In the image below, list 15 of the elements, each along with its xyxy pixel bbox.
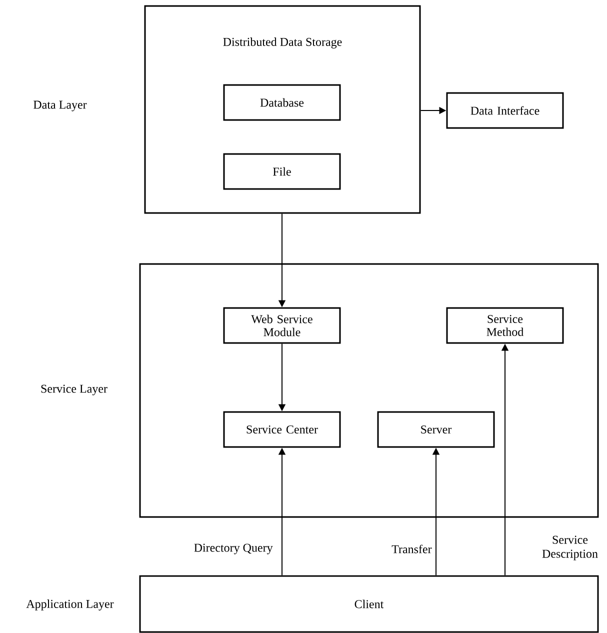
process-box: Client xyxy=(139,575,599,633)
process-box: Service Center xyxy=(223,411,341,448)
layer-box xyxy=(139,263,599,518)
layer-label: Service Layer xyxy=(41,384,108,396)
edge-label: Directory Query xyxy=(194,544,273,554)
process-box: File xyxy=(223,153,341,190)
edge-label: Transfer xyxy=(392,544,432,554)
process-box: Service Method xyxy=(446,307,564,344)
edge-label: Service Description xyxy=(542,536,598,560)
process-box: Server xyxy=(377,411,495,448)
process-box: Web Service Module xyxy=(223,307,341,344)
layer-label: Application Layer xyxy=(26,600,114,610)
layer-label: Data Layer xyxy=(34,100,87,112)
process-box: Data Interface xyxy=(446,92,564,129)
process-box: Database xyxy=(223,84,341,121)
